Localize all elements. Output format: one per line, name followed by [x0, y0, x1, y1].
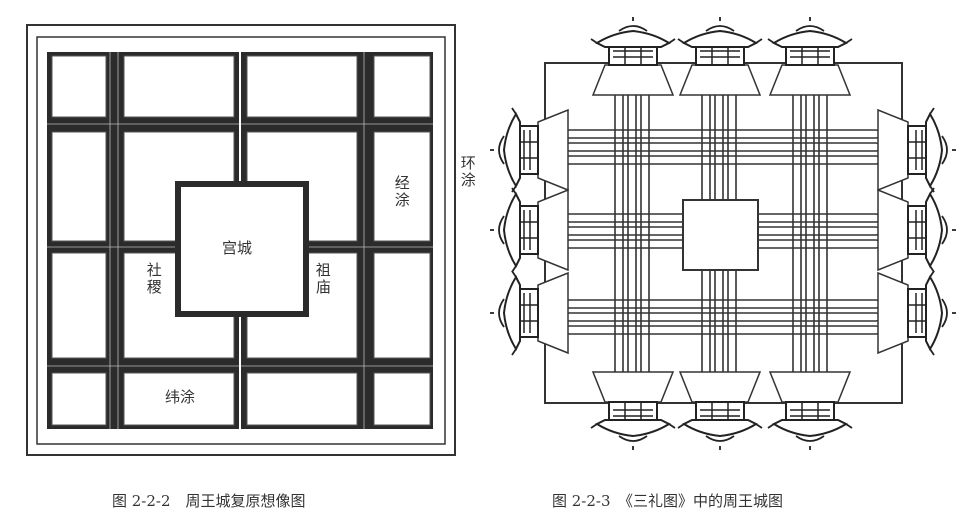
- city-block: [51, 131, 107, 242]
- city-block: [51, 252, 107, 359]
- city-gate-tower: [877, 270, 956, 356]
- city-gate-tower: [677, 17, 763, 96]
- city-gate-tower: [490, 187, 569, 273]
- city-block: [123, 372, 235, 426]
- caption-right-figure: 图 2-2-3 《三礼图》中的周王城图: [552, 492, 784, 510]
- city-block: [373, 55, 431, 118]
- palace-city: [175, 181, 309, 317]
- caption-left-figure: 图 2-2-2 周王城复原想像图: [112, 492, 306, 510]
- city-block: [373, 372, 431, 426]
- city-block: [51, 372, 107, 426]
- city-gate-tower: [677, 371, 763, 450]
- inner-wall: [36, 36, 446, 445]
- city-gate-tower: [767, 371, 853, 450]
- label-ancestral-temple: 祖庙: [313, 262, 332, 296]
- city-gate-tower: [590, 371, 676, 450]
- label-altar: 社稷: [144, 262, 163, 296]
- label-jing-road: 经涂: [392, 175, 411, 209]
- label-palace-city: 宫城: [222, 239, 253, 257]
- city-gate-tower: [877, 107, 956, 193]
- city-gate-tower: [590, 17, 676, 96]
- city-gate-tower: [490, 270, 569, 356]
- palace-city: [682, 199, 759, 271]
- outer-wall: [26, 24, 456, 456]
- label-ring-road: 环涂: [458, 155, 477, 189]
- label-wei-road: 纬涂: [165, 388, 196, 406]
- city-block: [246, 372, 358, 426]
- sanli-tu-zhou-city-diagram: [490, 17, 956, 450]
- city-block: [373, 252, 431, 359]
- city-gate-tower: [877, 187, 956, 273]
- city-block: [246, 55, 358, 118]
- zhou-royal-city-reconstruction-diagram: [26, 24, 456, 456]
- city-block: [123, 55, 235, 118]
- city-gate-tower: [490, 107, 569, 193]
- city-gate-tower: [767, 17, 853, 96]
- city-block: [51, 55, 107, 118]
- city-block: [373, 131, 431, 242]
